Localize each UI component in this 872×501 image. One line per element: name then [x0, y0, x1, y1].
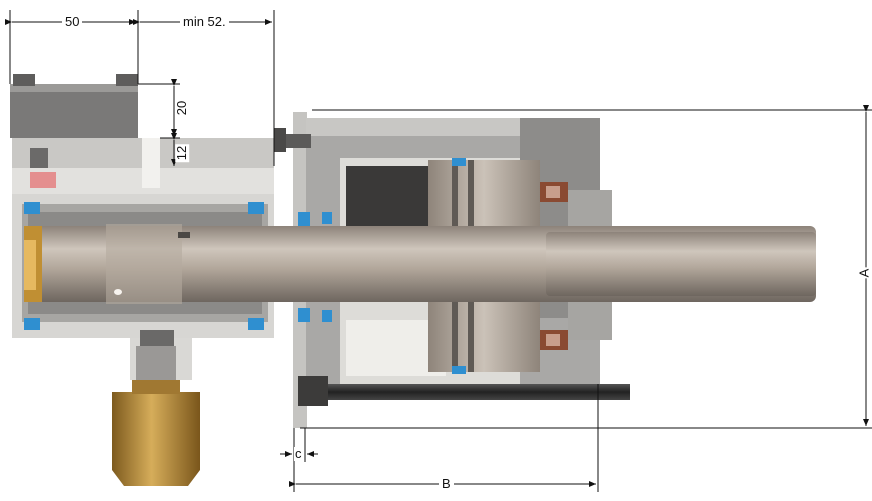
dimension-20-label: 20 — [174, 98, 190, 118]
mounting-block — [10, 84, 138, 138]
tie-rod — [320, 384, 630, 400]
dimension-B-label: B — [439, 477, 454, 491]
dimension-c-label: c — [294, 446, 303, 461]
red-pad — [30, 172, 56, 188]
dimension-12-label: 12 — [174, 143, 190, 163]
dimension-A-label: A — [855, 267, 872, 279]
brass-fitting — [112, 392, 200, 486]
dimension-50-label: 50 — [62, 15, 83, 29]
dimension-min52-label: min 52. — [180, 15, 229, 29]
